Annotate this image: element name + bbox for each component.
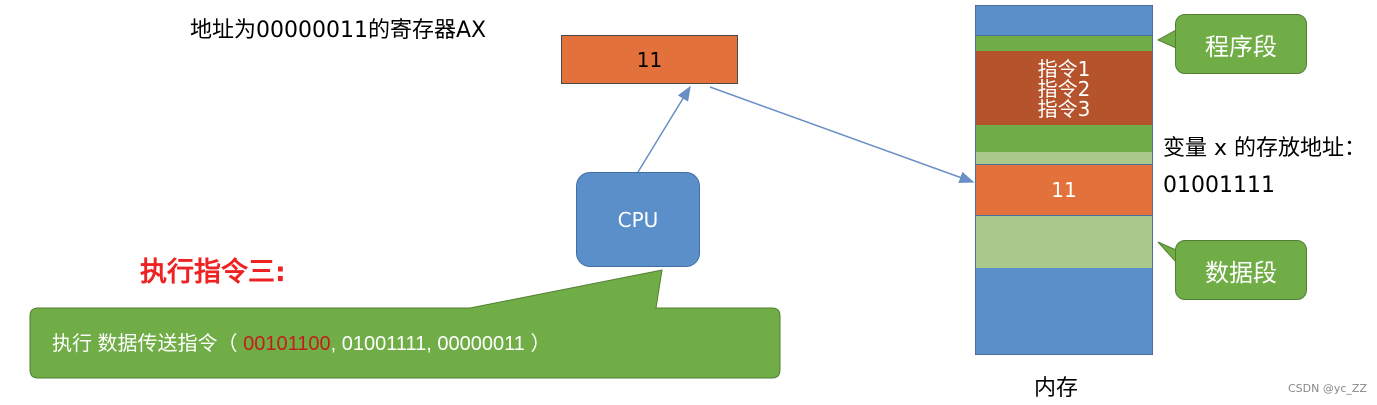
variable-address-label: 变量 x 的存放地址：01001111 <box>1163 136 1367 198</box>
arrow-register-to-memory <box>709 86 975 184</box>
memory-variable-x: 11 <box>976 164 1152 216</box>
instruction-3: 指令3 <box>1037 97 1091 121</box>
step-title: 执行指令三: <box>140 257 286 288</box>
arrow-cpu-to-register <box>637 85 691 173</box>
instruction-2: 指令2 <box>1037 77 1091 101</box>
callout-prefix: 执行 数据传送指令（ <box>52 333 244 355</box>
memory-segment-data-start <box>976 152 1152 164</box>
callout-highlight-opcode: 00101100 <box>243 333 331 355</box>
cpu-box: CPU <box>576 172 700 267</box>
memory-segment-program-start <box>976 35 1152 51</box>
callout-suffix: , 01001111, 00000011 ） <box>330 333 551 355</box>
memory-column: 指令1 指令2 指令3 11 <box>975 5 1153 355</box>
cpu-label: CPU <box>617 207 659 232</box>
memory-segment-bottom <box>976 268 1152 354</box>
data-tag-pointer <box>1157 241 1177 264</box>
register-value: 11 <box>636 47 663 72</box>
program-segment-label: 程序段 <box>1205 32 1277 61</box>
program-segment-tag: 程序段 <box>1175 14 1307 74</box>
register-caption: 地址为00000011的寄存器AX <box>190 18 487 43</box>
program-tag-pointer <box>1156 29 1177 49</box>
register-ax: 11 <box>561 35 738 84</box>
instruction-callout: 执行 数据传送指令（ 00101100, 01001111, 00000011 … <box>52 327 550 356</box>
memory-label: 内存 <box>1034 376 1079 401</box>
memory-segment-data <box>976 216 1152 268</box>
memory-segment-top <box>976 6 1152 35</box>
memory-instruction-block: 指令1 指令2 指令3 <box>976 51 1152 125</box>
data-segment-label: 数据段 <box>1205 258 1277 287</box>
instruction-1: 指令1 <box>1037 57 1091 81</box>
watermark-credit: CSDN @yc_ZZ <box>1288 382 1367 395</box>
data-segment-tag: 数据段 <box>1175 240 1307 300</box>
memory-segment-program-end <box>976 125 1152 152</box>
instruction-callout-bubble <box>29 269 781 379</box>
variable-x-value: 11 <box>1051 178 1077 202</box>
